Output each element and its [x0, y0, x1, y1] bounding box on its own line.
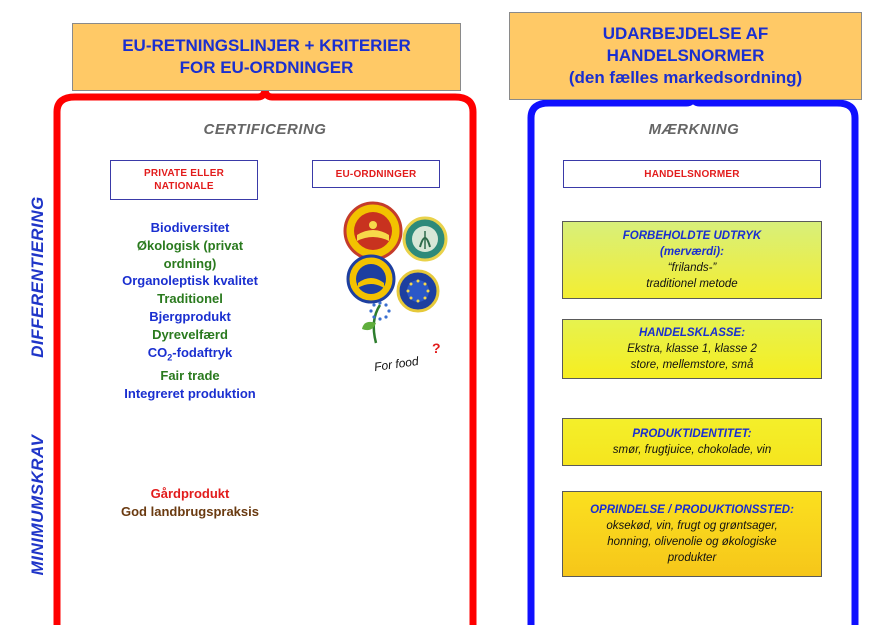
pdo-seal-icon [343, 201, 403, 261]
marketing-standards-line3: (den fælles markedsordning) [568, 68, 803, 87]
criteria-item: Integreret produktion [124, 385, 256, 401]
eu-schemes-box: EU-ORDNINGER [312, 160, 440, 188]
reserved-terms-line: (merværdi): [660, 246, 724, 258]
eu-stars-seal-icon [396, 269, 440, 313]
private-national-line1: PRIVATE ELLER [143, 168, 224, 179]
criteria-item: Traditionel [157, 291, 223, 307]
minimum-item-gaardprodukt: Gårdprodukt [150, 486, 230, 501]
eu-guidelines-header: EU-RETNINGSLINJER + KRITERIER FOR EU-ORD… [72, 23, 461, 91]
product-identity-head: PRODUKTIDENTITET: [632, 428, 752, 440]
maerkning-title: MÆRKNING [648, 121, 740, 138]
reserved-terms-line: traditionel metode [646, 278, 738, 290]
criteria-list: Biodiversitet Økologisk (privat ordning)… [75, 219, 305, 403]
differentiering-label: DIFFERENTIERING [28, 196, 47, 358]
eu-logos [343, 201, 448, 344]
minimum-item-god-landbrugspraksis: God landbrugspraksis [121, 504, 259, 519]
criteria-item: Fair trade [160, 367, 220, 383]
tsg-seal-icon [346, 254, 396, 304]
certificering-title: CERTIFICERING [203, 121, 327, 138]
quality-class-line: Ekstra, klasse 1, klasse 2 [627, 343, 757, 355]
reserved-terms-line: “frilands-” [667, 262, 717, 274]
eu-schemes-label: EU-ORDNINGER [335, 168, 417, 180]
co2-suffix: -fodaftryk [172, 344, 233, 360]
product-identity-line: smør, frugtjuice, chokolade, vin [612, 444, 772, 456]
criteria-item: Biodiversitet [150, 220, 230, 235]
product-identity-box: PRODUKTIDENTITET: smør, frugtjuice, chok… [562, 418, 822, 466]
reserved-terms-head: FORBEHOLDTE UDTRYK [622, 230, 762, 242]
co2-text: CO [147, 344, 168, 360]
criteria-item: ordning) [163, 255, 217, 271]
criteria-item-co2: CO2-fodaftryk [75, 344, 305, 367]
origin-box: OPRINDELSE / PRODUKTIONSSTED: oksekød, v… [562, 491, 822, 577]
criteria-item: Økologisk (privat [136, 237, 244, 253]
origin-line: honning, olivenolie og økologiske [607, 536, 777, 548]
marketing-standards-header: UDARBEJDELSE AF HANDELSNORMER (den fælle… [509, 12, 862, 100]
marketing-standards-line2: HANDELSNORMER [606, 46, 765, 65]
private-national-line2: NATIONALE [154, 181, 214, 192]
private-national-box: PRIVATE ELLER NATIONALE [110, 160, 258, 200]
origin-line: oksekød, vin, frugt og grøntsager, [606, 520, 778, 532]
eu-organic-leaf-icon [362, 301, 391, 344]
eu-guidelines-line1: EU-RETNINGSLINJER + KRITERIER [122, 36, 411, 55]
handelsnormer-box: HANDELSNORMER [563, 160, 821, 188]
criteria-item: Bjergprodukt [149, 308, 231, 324]
criteria-item: Organoleptisk kvalitet [122, 273, 258, 289]
eu-guidelines-line2: FOR EU-ORDNINGER [179, 58, 354, 77]
quality-class-line: store, mellemstore, små [630, 359, 754, 371]
pgi-seal-icon [402, 216, 448, 262]
handelsnormer-label: HANDELSNORMER [644, 168, 740, 180]
marketing-standards-line1: UDARBEJDELSE AF [602, 24, 769, 43]
quality-class-head: HANDELSKLASSE: [638, 327, 746, 339]
reserved-terms-box: FORBEHOLDTE UDTRYK (merværdi): “frilands… [562, 221, 822, 299]
quality-class-box: HANDELSKLASSE: Ekstra, klasse 1, klasse … [562, 319, 822, 379]
origin-line: produkter [667, 552, 717, 564]
question-mark: ? [432, 340, 441, 356]
minimum-list: Gårdprodukt God landbrugspraksis [80, 485, 300, 521]
co2-subscript: 2 [167, 352, 173, 363]
origin-head: OPRINDELSE / PRODUKTIONSSTED: [590, 504, 794, 516]
criteria-item: Dyrevelfærd [152, 326, 228, 342]
minimumskrav-label: MINIMUMSKRAV [28, 434, 47, 576]
